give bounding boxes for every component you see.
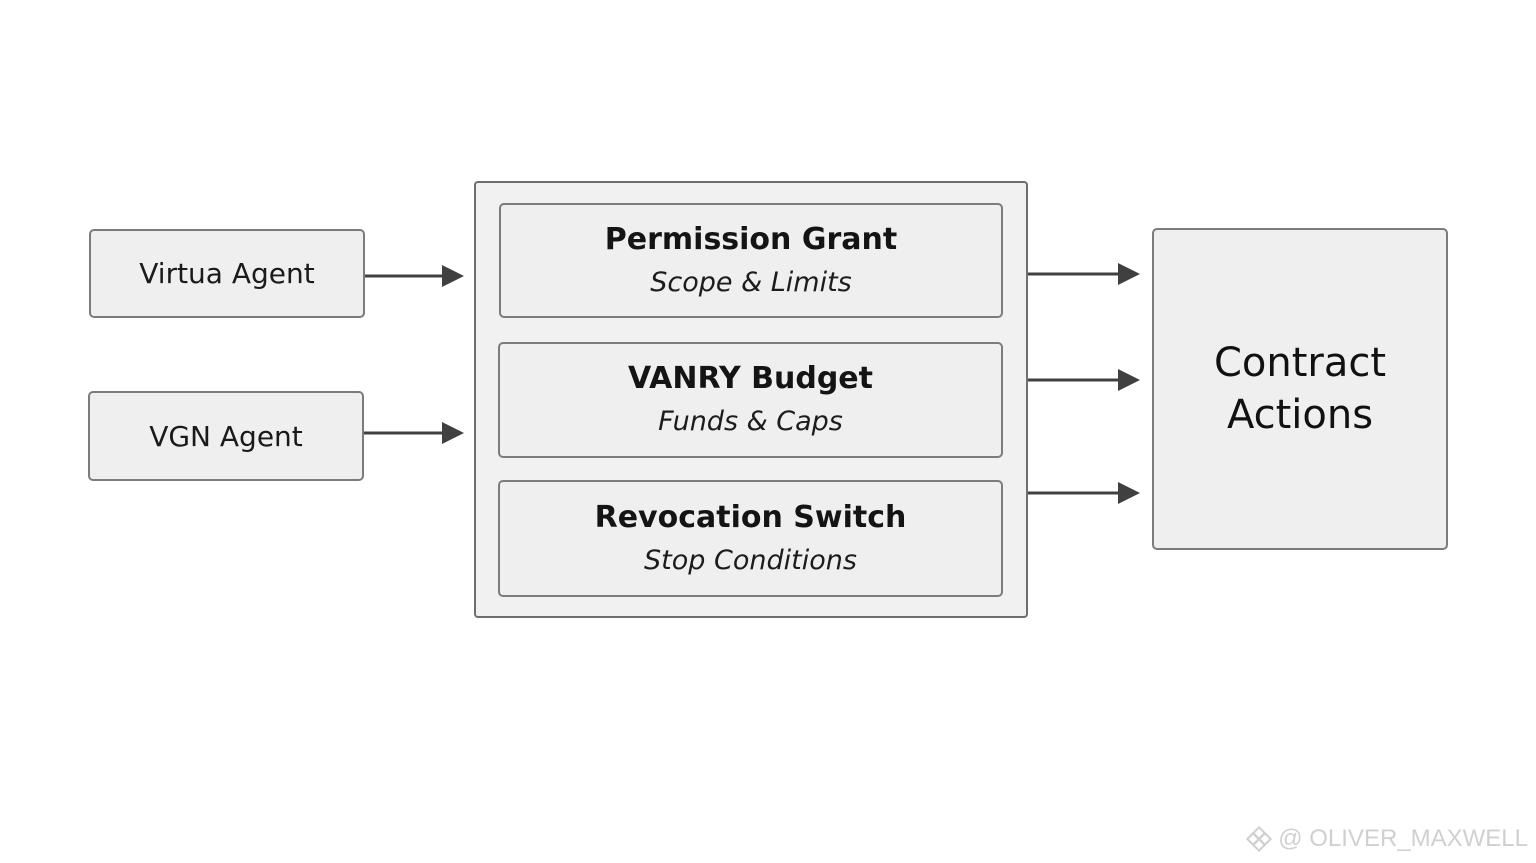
contract-actions-line1: Contract xyxy=(1213,340,1387,386)
permission-grant-title: Permission Grant xyxy=(604,221,898,257)
virtua-agent-box: Virtua Agent xyxy=(89,229,365,318)
revocation-switch-box: Revocation Switch Stop Conditions xyxy=(498,480,1003,597)
arrow-vgn-to-controls xyxy=(364,422,464,444)
revocation-switch-subtitle: Stop Conditions xyxy=(644,544,857,576)
vanry-budget-title: VANRY Budget xyxy=(628,361,873,396)
permission-grant-subtitle: Scope & Limits xyxy=(650,266,852,298)
vgn-agent-label: VGN Agent xyxy=(149,419,303,453)
contract-actions-line2: Actions xyxy=(1226,392,1374,438)
watermark-text: @ OLIVER_MAXWELL xyxy=(1278,825,1528,852)
contract-actions-box: Contract Actions xyxy=(1152,228,1448,550)
watermark: @ OLIVER_MAXWELL xyxy=(1246,825,1528,853)
vanry-budget-box: VANRY Budget Funds & Caps xyxy=(498,342,1003,458)
vgn-agent-box: VGN Agent xyxy=(88,391,364,481)
arrow-permission-to-contract xyxy=(1028,263,1140,285)
arrow-virtua-to-controls xyxy=(365,265,464,287)
arrow-budget-to-contract xyxy=(1028,369,1140,391)
vanry-budget-subtitle: Funds & Caps xyxy=(658,406,843,437)
permission-grant-box: Permission Grant Scope & Limits xyxy=(499,203,1003,318)
binance-logo-icon xyxy=(1246,826,1273,852)
virtua-agent-label: Virtua Agent xyxy=(139,257,315,290)
arrow-revocation-to-contract xyxy=(1028,482,1140,504)
revocation-switch-title: Revocation Switch xyxy=(594,499,907,535)
